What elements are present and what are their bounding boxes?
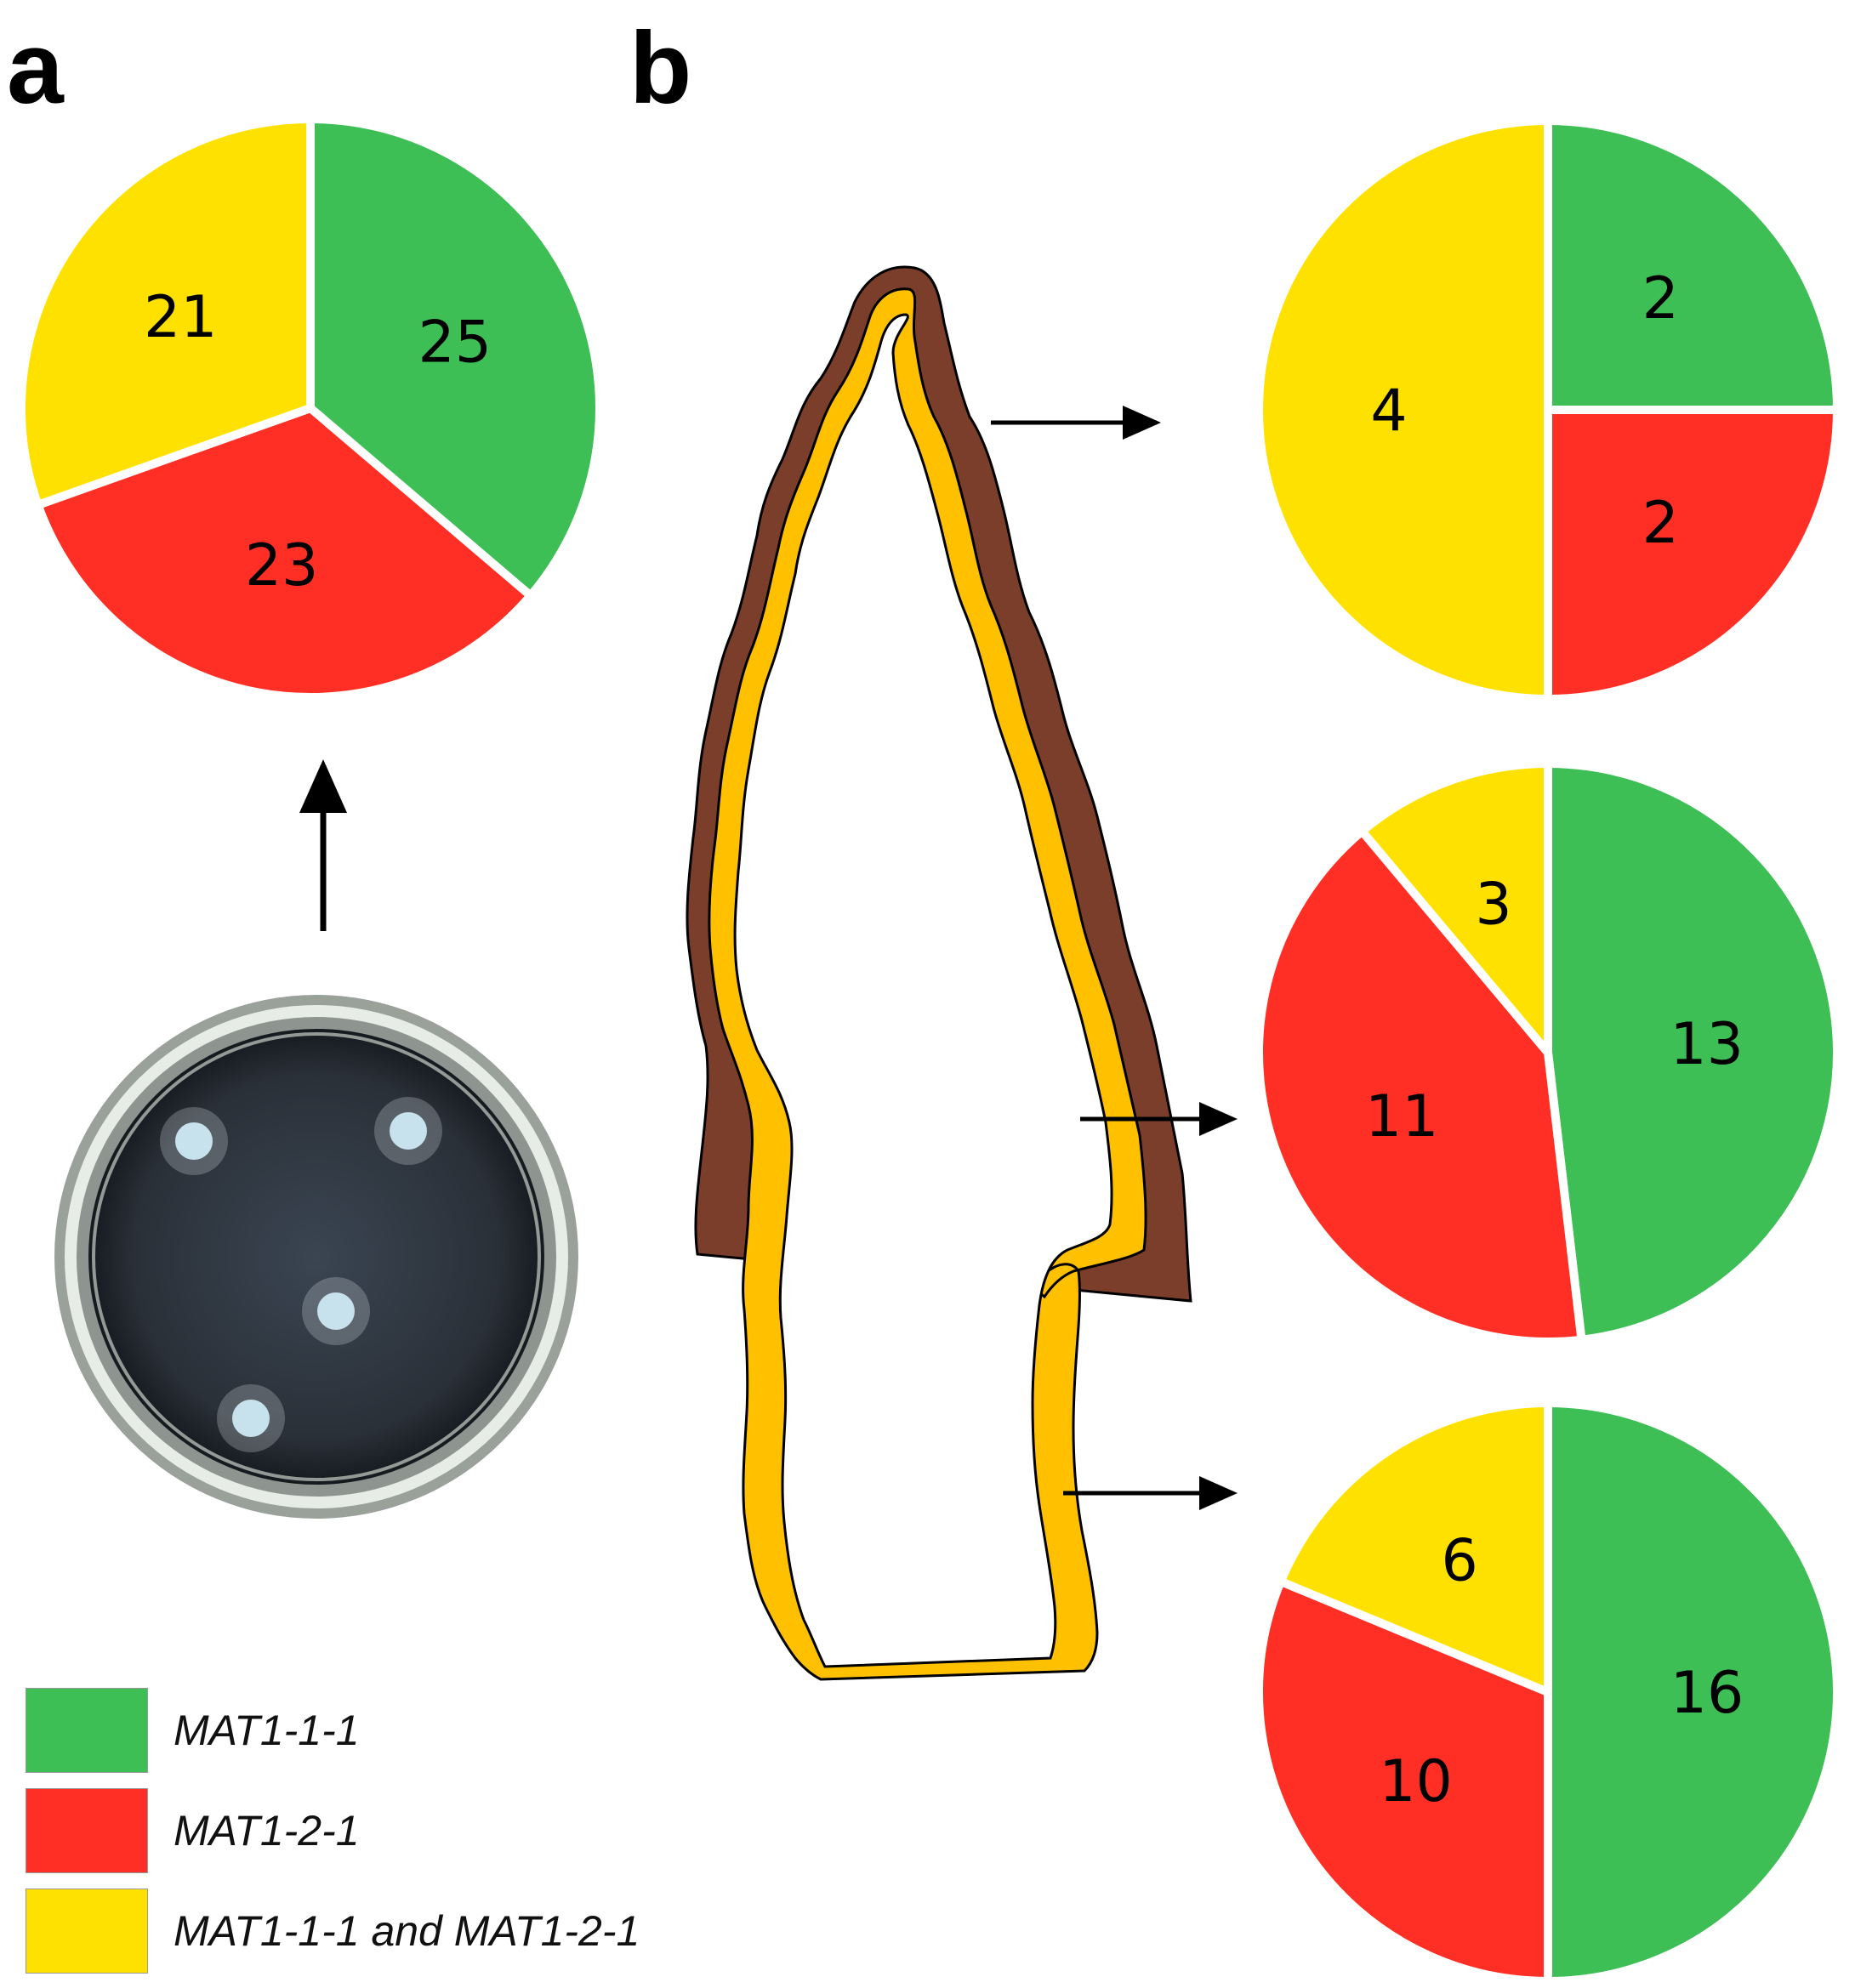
legend-label: MAT1-2-1 [174, 1807, 360, 1855]
fungal-colony [374, 1097, 442, 1165]
pie-value-label: 2 [1642, 265, 1679, 332]
pie-value-label: 25 [418, 310, 492, 377]
legend-swatch-mat111 [26, 1688, 148, 1773]
petri-dish-illustration [54, 995, 578, 1519]
pie-value-label: 6 [1441, 1528, 1477, 1595]
fungal-colony [217, 1384, 285, 1452]
panel-label-a: a [7, 11, 64, 125]
legend-swatch-mat121 [26, 1788, 148, 1873]
pie-slice-both [17, 115, 315, 509]
pie-slice-both [1357, 759, 1552, 1057]
pie-slice-mat111 [1544, 1399, 1841, 1985]
pie-chart-panel-a: 25 23 21 [17, 115, 604, 701]
pie-value-label: 23 [245, 532, 319, 599]
pie-value-label: 13 [1670, 1011, 1744, 1078]
legend-item: MAT1-2-1 [26, 1784, 640, 1877]
legend-item: MAT1-1-1 [26, 1684, 640, 1777]
panel-label-b: b [629, 11, 692, 125]
pie-slice-mat111 [306, 115, 604, 600]
pie-chart-top: 2 2 4 [1255, 116, 1841, 703]
fruiting-body-outline [686, 265, 1192, 1681]
pie-slice-both [1276, 1399, 1552, 1696]
pie-value-label: 11 [1365, 1083, 1439, 1150]
pie-slice-mat111 [1544, 759, 1841, 1344]
legend-label: MAT1-1-1 [174, 1707, 360, 1754]
pie-value-label: 3 [1475, 871, 1511, 938]
pie-chart-bottom: 16 10 6 [1255, 1399, 1841, 1985]
pie-slice-mat111 [1544, 116, 1841, 414]
pie-value-label: 21 [144, 284, 218, 351]
pie-value-label: 16 [1670, 1660, 1744, 1727]
pie-slice-mat121 [1255, 1576, 1552, 1985]
pie-slice-mat121 [33, 404, 535, 701]
pie-slice-mat121 [1544, 406, 1841, 703]
legend-item: MAT1-1-1 and MAT1-2-1 [26, 1884, 640, 1978]
pie-slice-mat121 [1255, 826, 1586, 1346]
fungal-colony [302, 1277, 370, 1345]
pie-value-label: 2 [1642, 490, 1679, 557]
fungal-colony [160, 1107, 228, 1175]
legend-label: MAT1-1-1 and MAT1-2-1 [174, 1907, 640, 1955]
pie-chart-middle: 13 11 3 [1255, 759, 1841, 1346]
hollow-interior [733, 313, 1113, 1668]
legend: MAT1-1-1 MAT1-2-1 MAT1-1-1 and MAT1-2-1 [26, 1684, 640, 1985]
pie-value-label: 10 [1379, 1748, 1453, 1815]
legend-swatch-both [26, 1889, 148, 1974]
pie-slice-both [1255, 116, 1552, 703]
pie-value-label: 4 [1370, 378, 1407, 445]
